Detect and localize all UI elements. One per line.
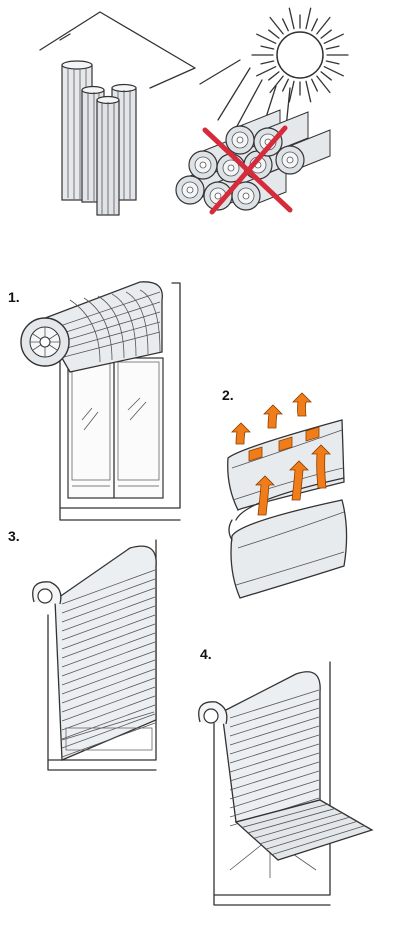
step-1-label: 1. [8,289,20,305]
step-2-illustration [227,392,348,599]
step-4-illustration [198,661,374,906]
step-2-label: 2. [222,387,234,403]
step-1-illustration [20,281,181,521]
step-3-label: 3. [8,528,20,544]
no-sun-storage-cross-icon [202,125,293,215]
upright-roll [96,95,120,216]
sun-icon [199,7,349,131]
upright-storage-panel [39,11,196,216]
step-4-label: 4. [200,646,212,662]
step-3-illustration [32,539,157,771]
horizontal-roll-stack [175,109,331,211]
